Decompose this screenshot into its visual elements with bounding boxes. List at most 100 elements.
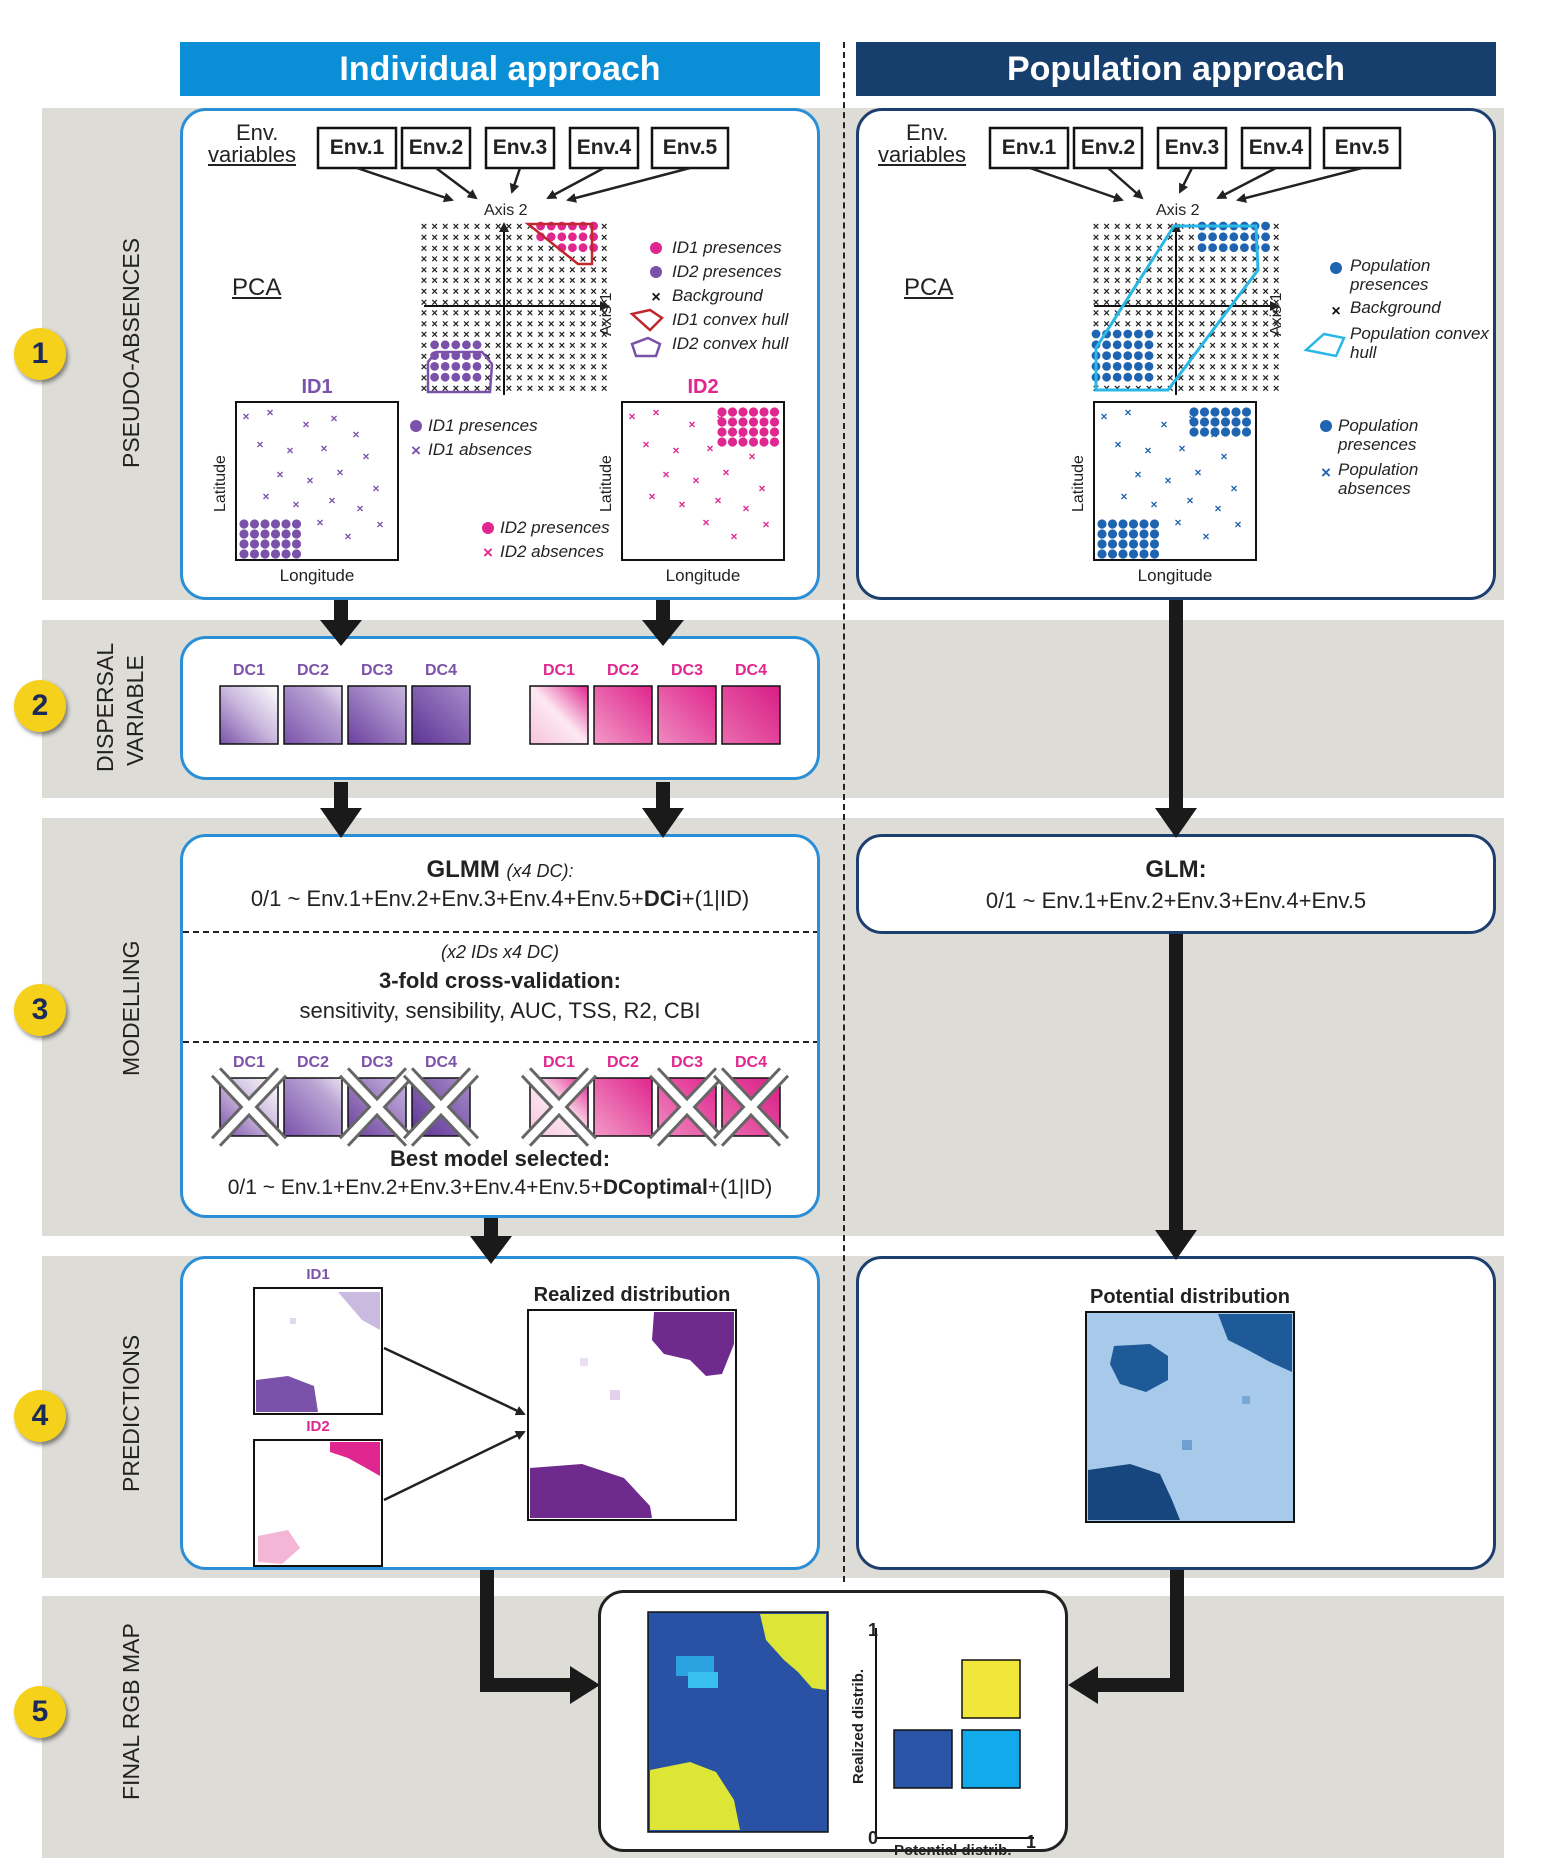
map-absence-point: × [344,530,351,544]
dc-tiles-id2 [529,685,781,745]
pca-background-point: × [569,286,575,298]
pca-background-point: × [601,351,607,363]
pca-background-point: × [421,362,427,374]
pca-background-point: × [431,275,437,287]
pca-background-point: × [1167,243,1173,255]
pca-background-point: × [590,340,596,352]
pca-background-point: × [1093,286,1099,298]
id2-convex-hull [426,350,494,394]
pca-background-point: × [548,372,554,384]
pca-background-point: × [442,232,448,244]
pca-presence-point [1112,372,1122,382]
pca-background-point: × [1273,221,1279,233]
pca-background-point: × [431,286,437,298]
dc2-id1-label: DC2 [296,662,330,679]
map-absence-point: × [1194,466,1201,480]
pca-background-point: × [569,383,575,395]
pca-background-point: × [442,286,448,298]
pca-background-point: × [580,264,586,276]
pca-background-point: × [506,254,512,266]
map-absence-point: × [328,494,335,508]
glmm-formula-dc: DCi [643,886,682,911]
pca-background-point: × [495,221,501,233]
map-absence-point: × [692,474,699,488]
pca-background-point: × [1114,243,1120,255]
pca-background-point: × [1209,340,1215,352]
map-absence-point: × [1134,468,1141,482]
dc4-id2-label: DC4 [734,662,768,679]
map-presence-point [748,417,759,427]
pca-background-point: × [442,221,448,233]
pca-background-point: × [537,351,543,363]
pca-background-point: × [548,264,554,276]
pca-background-point: × [1199,318,1205,330]
pca-background-point: × [474,308,480,320]
pca-background-point: × [484,221,490,233]
ind-pca-legend-markers: × [629,242,664,358]
pca-background-point: × [1156,372,1162,384]
map-presence-point [727,437,738,447]
pca-background-point: × [1188,254,1194,266]
pca-background-point: × [442,254,448,266]
pca-background-point: × [506,340,512,352]
map-presence-point [1097,539,1107,549]
pca-background-point: × [569,264,575,276]
pca-background-point: × [1167,351,1173,363]
pca-background-point: × [580,308,586,320]
map-presence-point [738,437,748,447]
pca-presence-point [1123,340,1133,350]
pca-background-point: × [495,254,501,266]
pca-background-point: × [537,264,543,276]
cv-note: (x2 IDs x4 DC) [440,942,560,962]
pca-background-point: × [421,318,427,330]
map-presence-point [1139,549,1149,559]
map-presence-point [1118,529,1128,539]
pca-background-point: × [537,243,543,255]
pca-presence-point [451,362,461,371]
map-absence-point: × [336,466,343,480]
pca-background-point: × [1241,286,1247,298]
map-absence-point: × [262,490,269,504]
pca-background-point: × [1199,329,1205,341]
pca-presence-point [1102,351,1111,360]
pca-background-point: × [431,308,437,320]
pca-presence-point [1208,232,1217,242]
pca-background-point: × [1156,264,1162,276]
pca-background-point: × [527,232,533,244]
ind-env-arrows [356,166,691,203]
pca-background-point: × [1188,362,1194,374]
pca-presence-point [546,232,556,242]
pca-background-point: × [527,340,533,352]
pca-background-point: × [421,383,427,395]
pca-background-point: × [484,243,490,255]
pca-presence-point [1240,232,1249,242]
map-presence-point [249,529,260,539]
map-presence-point [1149,539,1160,549]
pca-background-point: × [1241,329,1247,341]
pca-background-point: × [1209,254,1215,266]
dc1-eval-id2-label: DC1 [542,1054,576,1071]
pca-background-point: × [1156,308,1162,320]
map-absence-point: × [372,482,379,496]
pca-background-point: × [1209,362,1215,374]
pca-background-point: × [484,308,490,320]
pca-background-point: × [537,362,543,374]
pca-background-point: × [1209,286,1215,298]
pca-background-point: × [601,383,607,395]
pca-background-point: × [1125,275,1131,287]
map-presence-point [1097,519,1107,529]
best-model-formula: 0/1 ~ Env.1+Env.2+Env.3+Env.4+Env.5+DCop… [228,1176,773,1200]
pca-background-point: × [1241,362,1247,374]
pop-pca-legend-markers: × [1303,262,1346,358]
map-absence-point: × [276,468,283,482]
map-presence-point [738,417,748,427]
pca-background-point: × [527,243,533,255]
pca-background-point: × [431,264,437,276]
pca-background-point: × [590,362,596,374]
pca-background-point: × [1156,351,1162,363]
pca-presence-point [568,232,577,242]
id1-map-latitude: Latitude [212,455,229,512]
map-presence-point [1220,427,1231,437]
pca-background-point: × [1146,308,1152,320]
pca-background-point: × [1262,372,1268,384]
